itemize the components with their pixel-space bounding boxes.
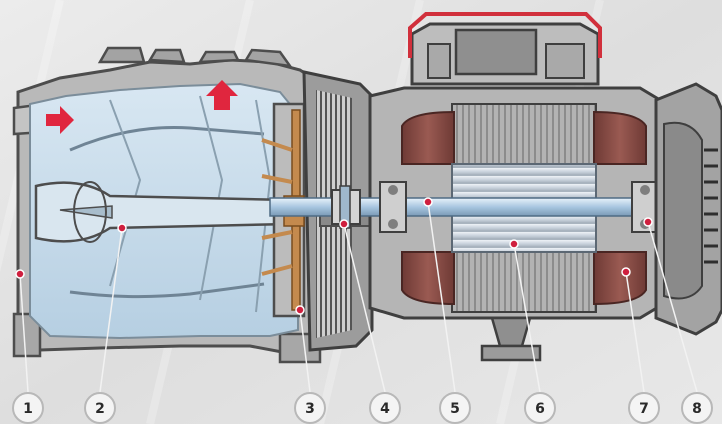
callout-leader-lines [19,201,698,393]
callout-circle-3 [294,392,326,424]
callout-target-dot [621,267,631,277]
callout-leader-line [343,223,386,393]
callout-circle-7 [628,392,660,424]
callout-target-dot [117,223,127,233]
base-foot [480,316,542,362]
carry-handle [408,12,602,58]
callout-number-6: 6 [535,401,545,417]
callout-circle-2 [84,392,116,424]
callout-number-2: 2 [95,401,105,417]
callout-target-dot [643,217,653,227]
callout-leader-line [625,271,645,393]
callout-leader-line [647,221,698,393]
callout-number-3: 3 [305,401,315,417]
callout-circle-6 [524,392,556,424]
callout-leader-line [299,309,311,393]
callout-leader-line [99,227,123,393]
callout-number-5: 5 [450,401,460,417]
callout-target-dot [509,239,519,249]
callout-target-dot [295,305,305,315]
callout-number-8: 8 [692,401,702,417]
stator-windings [401,110,647,306]
callout-circle-1 [12,392,44,424]
outlet-flow-arrow-icon [206,80,238,110]
callout-markers: 1 2 3 4 5 6 7 8 [12,197,713,424]
flow-arrows [46,80,238,134]
inlet-flow-arrow-icon [46,106,74,134]
cooling-fan [663,121,703,300]
callout-circle-8 [681,392,713,424]
front-bearing [379,181,407,233]
callout-target-dot [15,269,25,279]
terminal-box [408,12,602,86]
callout-number-4: 4 [380,401,390,417]
callout-leader-line [19,273,29,393]
callout-circle-5 [439,392,471,424]
callout-circle-4 [369,392,401,424]
callout-target-dot [339,219,349,229]
callout-number-1: 1 [23,401,33,417]
callout-leader-line [513,243,541,393]
callout-target-dot [423,197,433,207]
capacitor [454,28,538,76]
fan-cover [654,82,722,336]
callout-leader-line [427,201,456,393]
callout-number-7: 7 [639,401,649,417]
